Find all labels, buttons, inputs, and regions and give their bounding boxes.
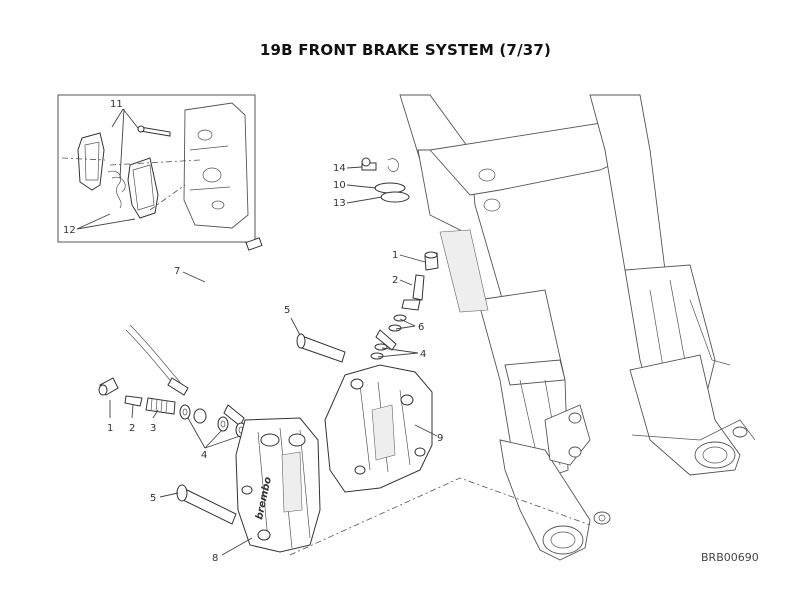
front-fork [399, 94, 756, 561]
page-title: 19B FRONT BRAKE SYSTEM (7/37) [259, 41, 552, 59]
callout-2-right: 2 [392, 275, 398, 286]
callout-1-right: 1 [392, 250, 398, 261]
callout-2-left: 2 [129, 423, 135, 434]
callout-14: 14 [333, 163, 346, 174]
callout-labels: 1 2 3 4 5 8 7 5 9 1 2 6 4 14 10 13 11 12 [63, 99, 443, 564]
caliper-bolt-lower [176, 484, 237, 525]
right-fittings [296, 251, 439, 363]
callout-11: 11 [110, 99, 123, 110]
brake-hose [125, 230, 397, 427]
callout-8: 8 [212, 553, 218, 564]
caliper-lower: brembo [235, 417, 321, 553]
drawing-code: BRB00690 [701, 551, 759, 564]
callout-1-left: 1 [107, 423, 113, 434]
callout-13: 13 [333, 198, 346, 209]
callout-5-top: 5 [284, 305, 290, 316]
left-fittings [98, 377, 247, 438]
callout-leaders [109, 166, 438, 556]
brake-pad-inset [57, 94, 256, 243]
callout-5-left: 5 [150, 493, 156, 504]
callout-4-left: 4 [201, 450, 207, 461]
callout-4-right: 4 [420, 349, 426, 360]
callout-12: 12 [63, 225, 76, 236]
caliper-upper [324, 364, 433, 493]
callout-9: 9 [437, 433, 443, 444]
callout-3-left: 3 [150, 423, 156, 434]
callout-7: 7 [174, 266, 180, 277]
clamp-fittings [361, 157, 410, 203]
callout-6: 6 [418, 322, 424, 333]
assembly-axis-line [289, 477, 591, 556]
callout-10: 10 [333, 180, 346, 191]
